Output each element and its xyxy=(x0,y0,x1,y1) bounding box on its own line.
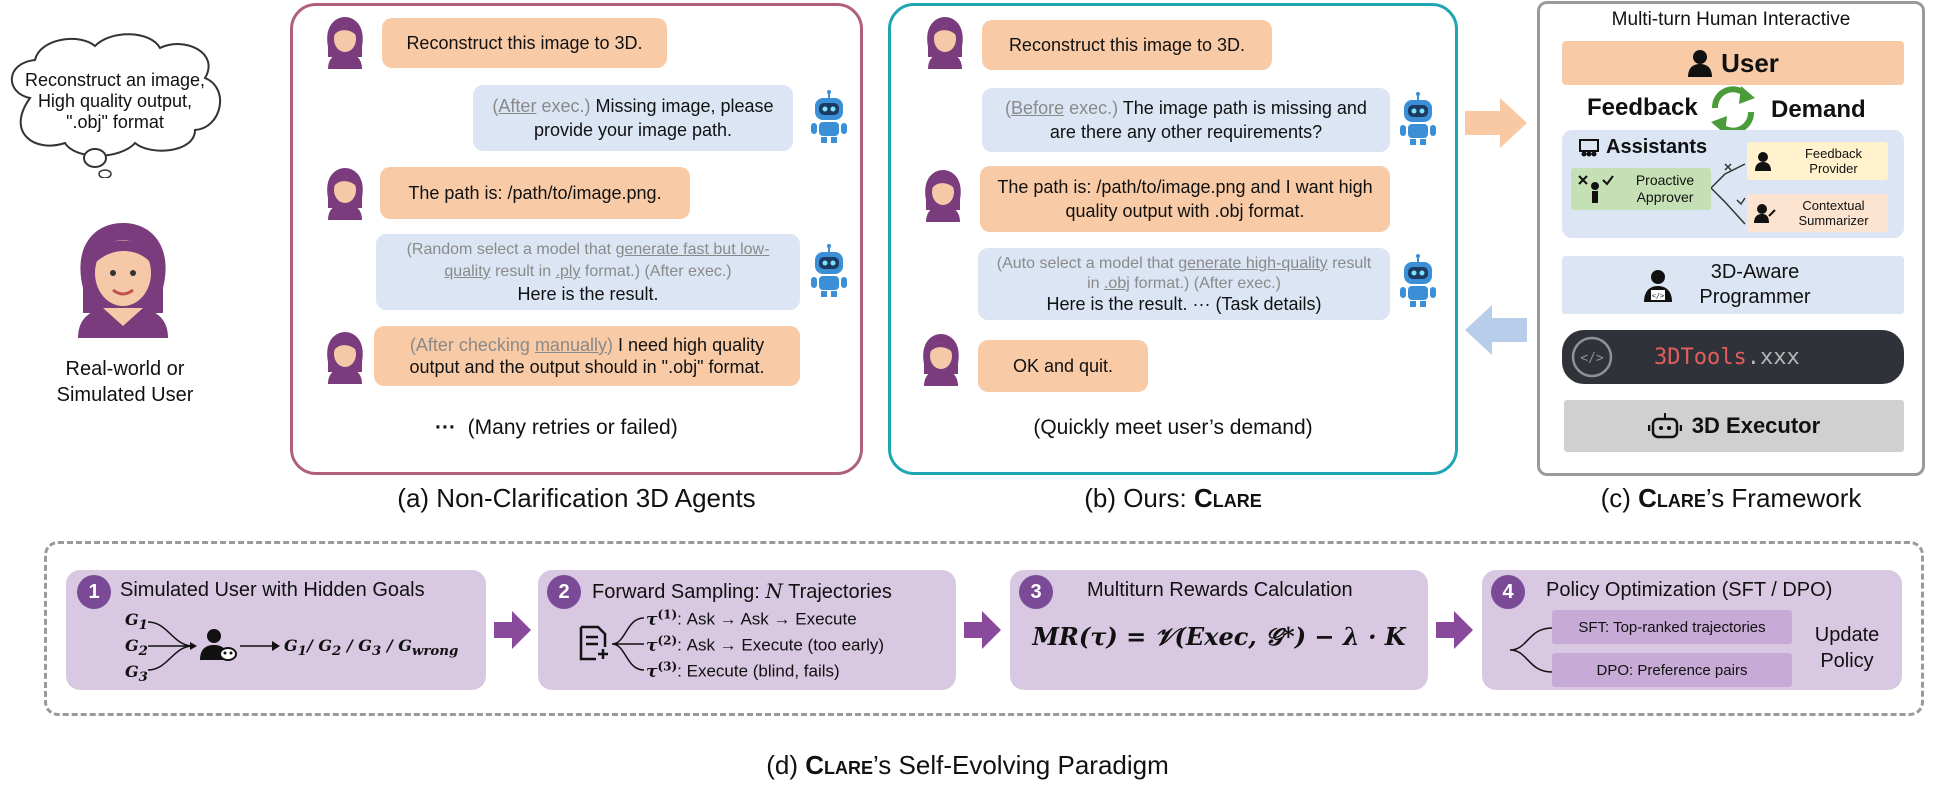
goal-g1: G1 xyxy=(125,610,148,634)
feedback-icon xyxy=(1755,152,1771,171)
step-4-number: 4 xyxy=(1491,575,1525,609)
person-icon xyxy=(1688,50,1713,77)
c-tools: </> 3DTools.xxx xyxy=(1562,330,1904,384)
a-msg2: (After exec.) Missing image, please prov… xyxy=(473,85,793,151)
c-user-box: User xyxy=(1562,41,1904,85)
b-footer: (Quickly meet user’s demand) xyxy=(1033,416,1313,439)
a-msg5: (After checking manually) I need high qu… xyxy=(374,326,800,386)
approver-icon xyxy=(1578,175,1614,203)
b-msg1: Reconstruct this image to 3D. xyxy=(982,20,1272,70)
step-3-number: 3 xyxy=(1019,575,1053,609)
a-msg3: The path is: /path/to/image.png. xyxy=(380,167,690,219)
svg-text:</>: </> xyxy=(1580,351,1604,366)
c-feedback: Feedback xyxy=(1587,94,1698,121)
arrow-right-icon xyxy=(964,611,1001,649)
svg-text:</>: </> xyxy=(1652,292,1665,300)
masked-user-icon xyxy=(200,629,237,661)
user-avatar xyxy=(327,168,363,220)
goal-outcomes: G1/ G2 / G3 / Gwrong xyxy=(284,636,459,660)
robot-avatar xyxy=(811,90,847,143)
code-icon: </> xyxy=(1571,336,1613,378)
arrow-left-icon xyxy=(1465,305,1527,355)
b-msg3: The path is: /path/to/image.png and I wa… xyxy=(980,166,1390,232)
cycle-arrows-icon xyxy=(1711,86,1755,134)
branch-connector xyxy=(1711,163,1746,225)
step-4-title: Policy Optimization (SFT / DPO) xyxy=(1546,579,1833,601)
policy-branch-connector xyxy=(1510,627,1553,673)
b-msg4: (Auto select a model that generate high-… xyxy=(978,248,1390,320)
user-avatar xyxy=(927,17,963,69)
arrow-right-icon xyxy=(240,641,280,651)
b-msg5: OK and quit. xyxy=(978,340,1148,392)
c-executor: 3D Executor xyxy=(1564,400,1904,452)
b-msg2: (Before exec.) The image path is missing… xyxy=(982,88,1390,152)
step-2-number: 2 xyxy=(547,575,581,609)
robot-avatar xyxy=(1400,92,1436,145)
user-avatar-large xyxy=(78,223,168,338)
step-1-title: Simulated User with Hidden Goals xyxy=(120,579,425,601)
goal-g3: G3 xyxy=(125,662,148,686)
programmer-icon: </> xyxy=(1644,270,1672,302)
user-avatar xyxy=(327,332,363,384)
caption-d: (d) Clare’s Self-Evolving Paradigm xyxy=(766,750,1169,780)
caption-a: (a) Non-Clarification 3D Agents xyxy=(397,483,756,513)
c-feedback-provider: Feedback Provider xyxy=(1747,142,1888,180)
goals-merge-connector xyxy=(148,621,197,671)
step-1 xyxy=(66,570,486,690)
step-2 xyxy=(538,570,956,690)
panel-b xyxy=(888,3,1458,475)
reward-formula: MR(τ) = 𝒱(Exec, 𝒢*) − λ · K xyxy=(1032,622,1406,651)
c-summarizer: Contextual Summarizer xyxy=(1747,194,1888,232)
step-3-title: Multiturn Rewards Calculation xyxy=(1087,579,1353,601)
update-policy-label: Update Policy xyxy=(1814,624,1880,672)
trajectory-3: τ(3): Execute (blind, fails) xyxy=(646,659,840,682)
user-avatar xyxy=(327,17,363,69)
a-footer: ··· (Many retries or failed) xyxy=(435,416,678,439)
trajectory-2: τ(2): Ask → Execute (too early) xyxy=(646,633,885,656)
document-add-icon xyxy=(579,625,608,661)
thought-text: Reconstruct an image, High quality outpu… xyxy=(24,70,206,132)
sampling-branch-connector xyxy=(612,617,645,671)
goal-g2: G2 xyxy=(125,636,148,660)
a-msg1: Reconstruct this image to 3D. xyxy=(382,18,667,68)
team-icon xyxy=(1579,138,1599,156)
thought-cloud xyxy=(10,33,222,178)
c-assistants-label: Assistants xyxy=(1578,136,1707,159)
arrow-right-icon xyxy=(1436,611,1473,649)
dpo-box: DPO: Preference pairs xyxy=(1552,653,1792,687)
c-programmer: </> 3D-Aware Programmer xyxy=(1562,256,1904,314)
user-avatar xyxy=(925,170,961,222)
arrow-right-icon xyxy=(494,611,531,649)
step-1-number: 1 xyxy=(77,575,111,609)
caption-c: (c) Clare’s Framework xyxy=(1600,483,1862,513)
step-3 xyxy=(1010,570,1428,690)
trajectory-1: τ(1): Ask → Ask → Execute xyxy=(646,607,857,630)
robot-avatar xyxy=(1400,254,1436,307)
robot-avatar xyxy=(811,244,847,297)
step-2-title: Forward Sampling: N Trajectories xyxy=(592,579,892,603)
sft-box: SFT: Top-ranked trajectories xyxy=(1552,610,1792,644)
caption-b: (b) Ours: Clare xyxy=(1084,483,1262,513)
a-msg4: (Random select a model that generate fas… xyxy=(376,234,800,310)
arrow-right-icon xyxy=(1465,98,1527,148)
panel-a xyxy=(290,3,863,475)
c-title: Multi-turn Human Interactive xyxy=(1611,9,1851,30)
robot-icon xyxy=(1647,413,1682,439)
panel-d xyxy=(44,541,1924,716)
c-approver: Proactive Approver xyxy=(1571,168,1711,210)
panel-c xyxy=(1537,1,1925,476)
user-label: Real-world or Simulated User xyxy=(56,358,194,406)
summarizer-icon xyxy=(1754,204,1776,223)
user-avatar xyxy=(923,334,959,386)
c-demand: Demand xyxy=(1771,96,1866,123)
